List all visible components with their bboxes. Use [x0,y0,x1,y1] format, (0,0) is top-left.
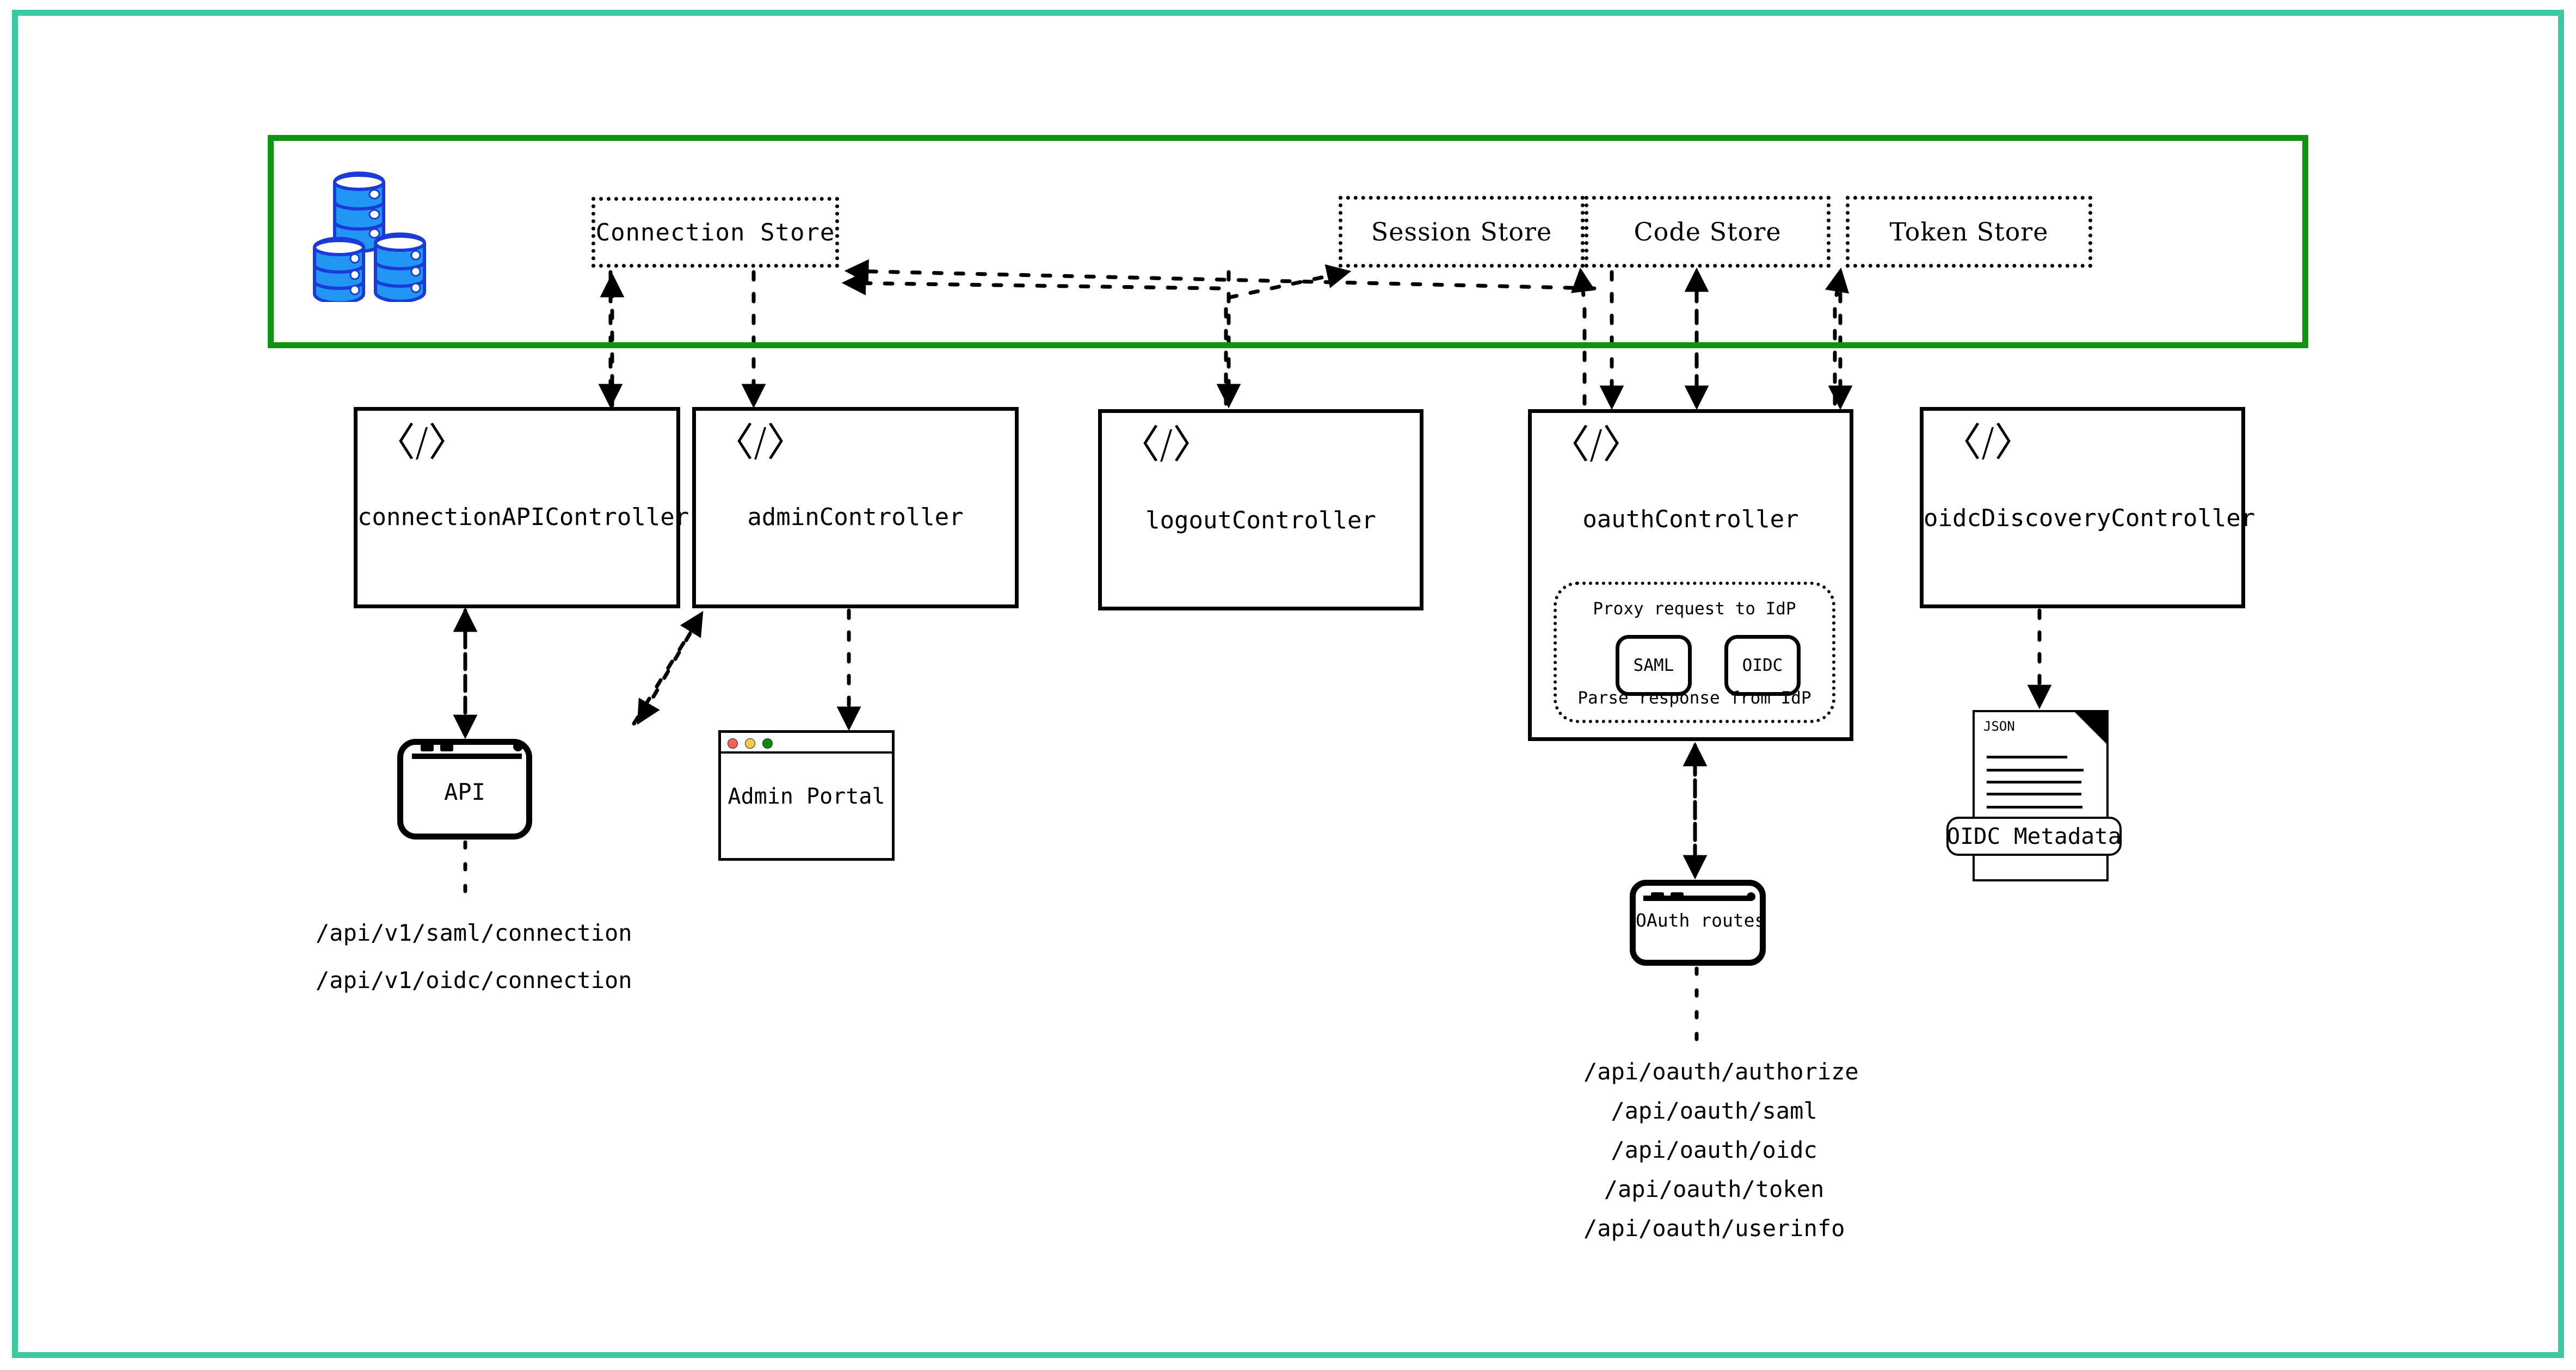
controller-label: adminController [747,503,964,531]
api-device-dot [440,742,453,751]
url-item: /api/oauth/oidc [1611,1137,1817,1163]
store-container [268,135,2308,348]
admin-portal-titlebar [721,733,892,754]
oauth-routes-label: OAuth routes [1636,910,1766,931]
oidc-metadata-label: OIDC Metadata [1946,817,2122,856]
admin-portal-window[interactable]: Admin Portal [718,730,895,861]
oauth-url-list: /api/oauth/authorize /api/oauth/saml /ap… [1583,1058,1859,1254]
document-text-line [1987,756,2067,758]
page-fold-icon [2074,711,2107,745]
code-brackets-icon: 〈/〉 [714,419,806,465]
controller-connectionapicontroller[interactable]: 〈/〉 connectionAPIController [354,407,689,608]
database-stack-icon [305,166,441,305]
document-filetype-label: JSON [1983,719,2015,734]
store-session-store[interactable]: Session Store [1339,196,1585,268]
controller-label: logoutController [1145,507,1376,534]
controller-label: connectionAPIController [358,503,689,531]
store-label: Session Store [1371,217,1552,246]
controller-oidcdiscoverycontroller[interactable]: 〈/〉 oidcDiscoveryController [1920,407,2255,608]
url-item: /api/oauth/authorize [1583,1058,1859,1085]
store-token-store[interactable]: Token Store [1846,196,2092,268]
idp-proxy-group: Proxy request to IdP SAML OIDC Parse res… [1554,582,1835,723]
controller-logoutcontroller[interactable]: 〈/〉 logoutController [1098,409,1423,610]
document-text-line [1987,806,2082,809]
outer-frame [12,10,2564,1358]
store-connection-store[interactable]: Connection Store [591,197,839,268]
code-brackets-icon: 〈/〉 [376,419,468,465]
api-device-dot [421,742,434,751]
api-device-dot [513,742,523,751]
url-item: /api/oauth/saml [1611,1097,1817,1124]
admin-portal-label: Admin Portal [728,784,885,809]
store-label: Code Store [1634,217,1782,246]
oauth-routes-dot [1747,892,1755,901]
maximize-dot-icon[interactable] [762,738,773,749]
store-code-store[interactable]: Code Store [1585,196,1831,268]
oauth-routes-titlebar [1643,892,1755,901]
controller-admincontroller[interactable]: 〈/〉 adminController [692,407,1019,608]
url-item: /api/v1/oidc/connection [316,967,632,993]
code-brackets-icon: 〈/〉 [1550,422,1642,467]
document-text-line [1987,781,2081,783]
oauth-routes-dot [1651,892,1664,900]
api-device-label: API [444,779,485,805]
controller-label: oidcDiscoveryController [1924,504,2255,532]
idp-proxy-top-label: Proxy request to IdP [1593,599,1796,619]
minimize-dot-icon[interactable] [745,738,755,749]
idp-protocol-oidc[interactable]: OIDC [1724,635,1801,696]
document-text-line [1987,793,2081,795]
idp-protocol-saml[interactable]: SAML [1616,635,1692,696]
oauth-routes-dot [1671,892,1684,900]
code-brackets-icon: 〈/〉 [1942,419,2034,465]
document-text-line [1987,769,2084,772]
code-brackets-icon: 〈/〉 [1120,422,1212,467]
api-device-titlebar [412,742,523,759]
controller-oauthcontroller[interactable]: 〈/〉 oauthController Proxy request to IdP… [1528,409,1853,741]
url-item: /api/oauth/token [1604,1176,1825,1202]
url-item: /api/v1/saml/connection [316,919,632,946]
connection-url-list: /api/v1/saml/connection /api/v1/oidc/con… [316,919,632,1014]
json-document-icon[interactable]: JSON OIDC Metadata [1946,710,2122,886]
url-item: /api/oauth/userinfo [1583,1215,1845,1242]
close-dot-icon[interactable] [728,738,738,749]
api-device-icon[interactable]: API [397,739,532,840]
oauth-routes-window[interactable]: OAuth routes [1630,880,1766,966]
idp-proxy-bottom-label: Parse response from IdP [1577,688,1811,708]
controller-label: oauthController [1582,505,1799,533]
store-label: Connection Store [595,218,835,246]
store-label: Token Store [1889,217,2049,246]
